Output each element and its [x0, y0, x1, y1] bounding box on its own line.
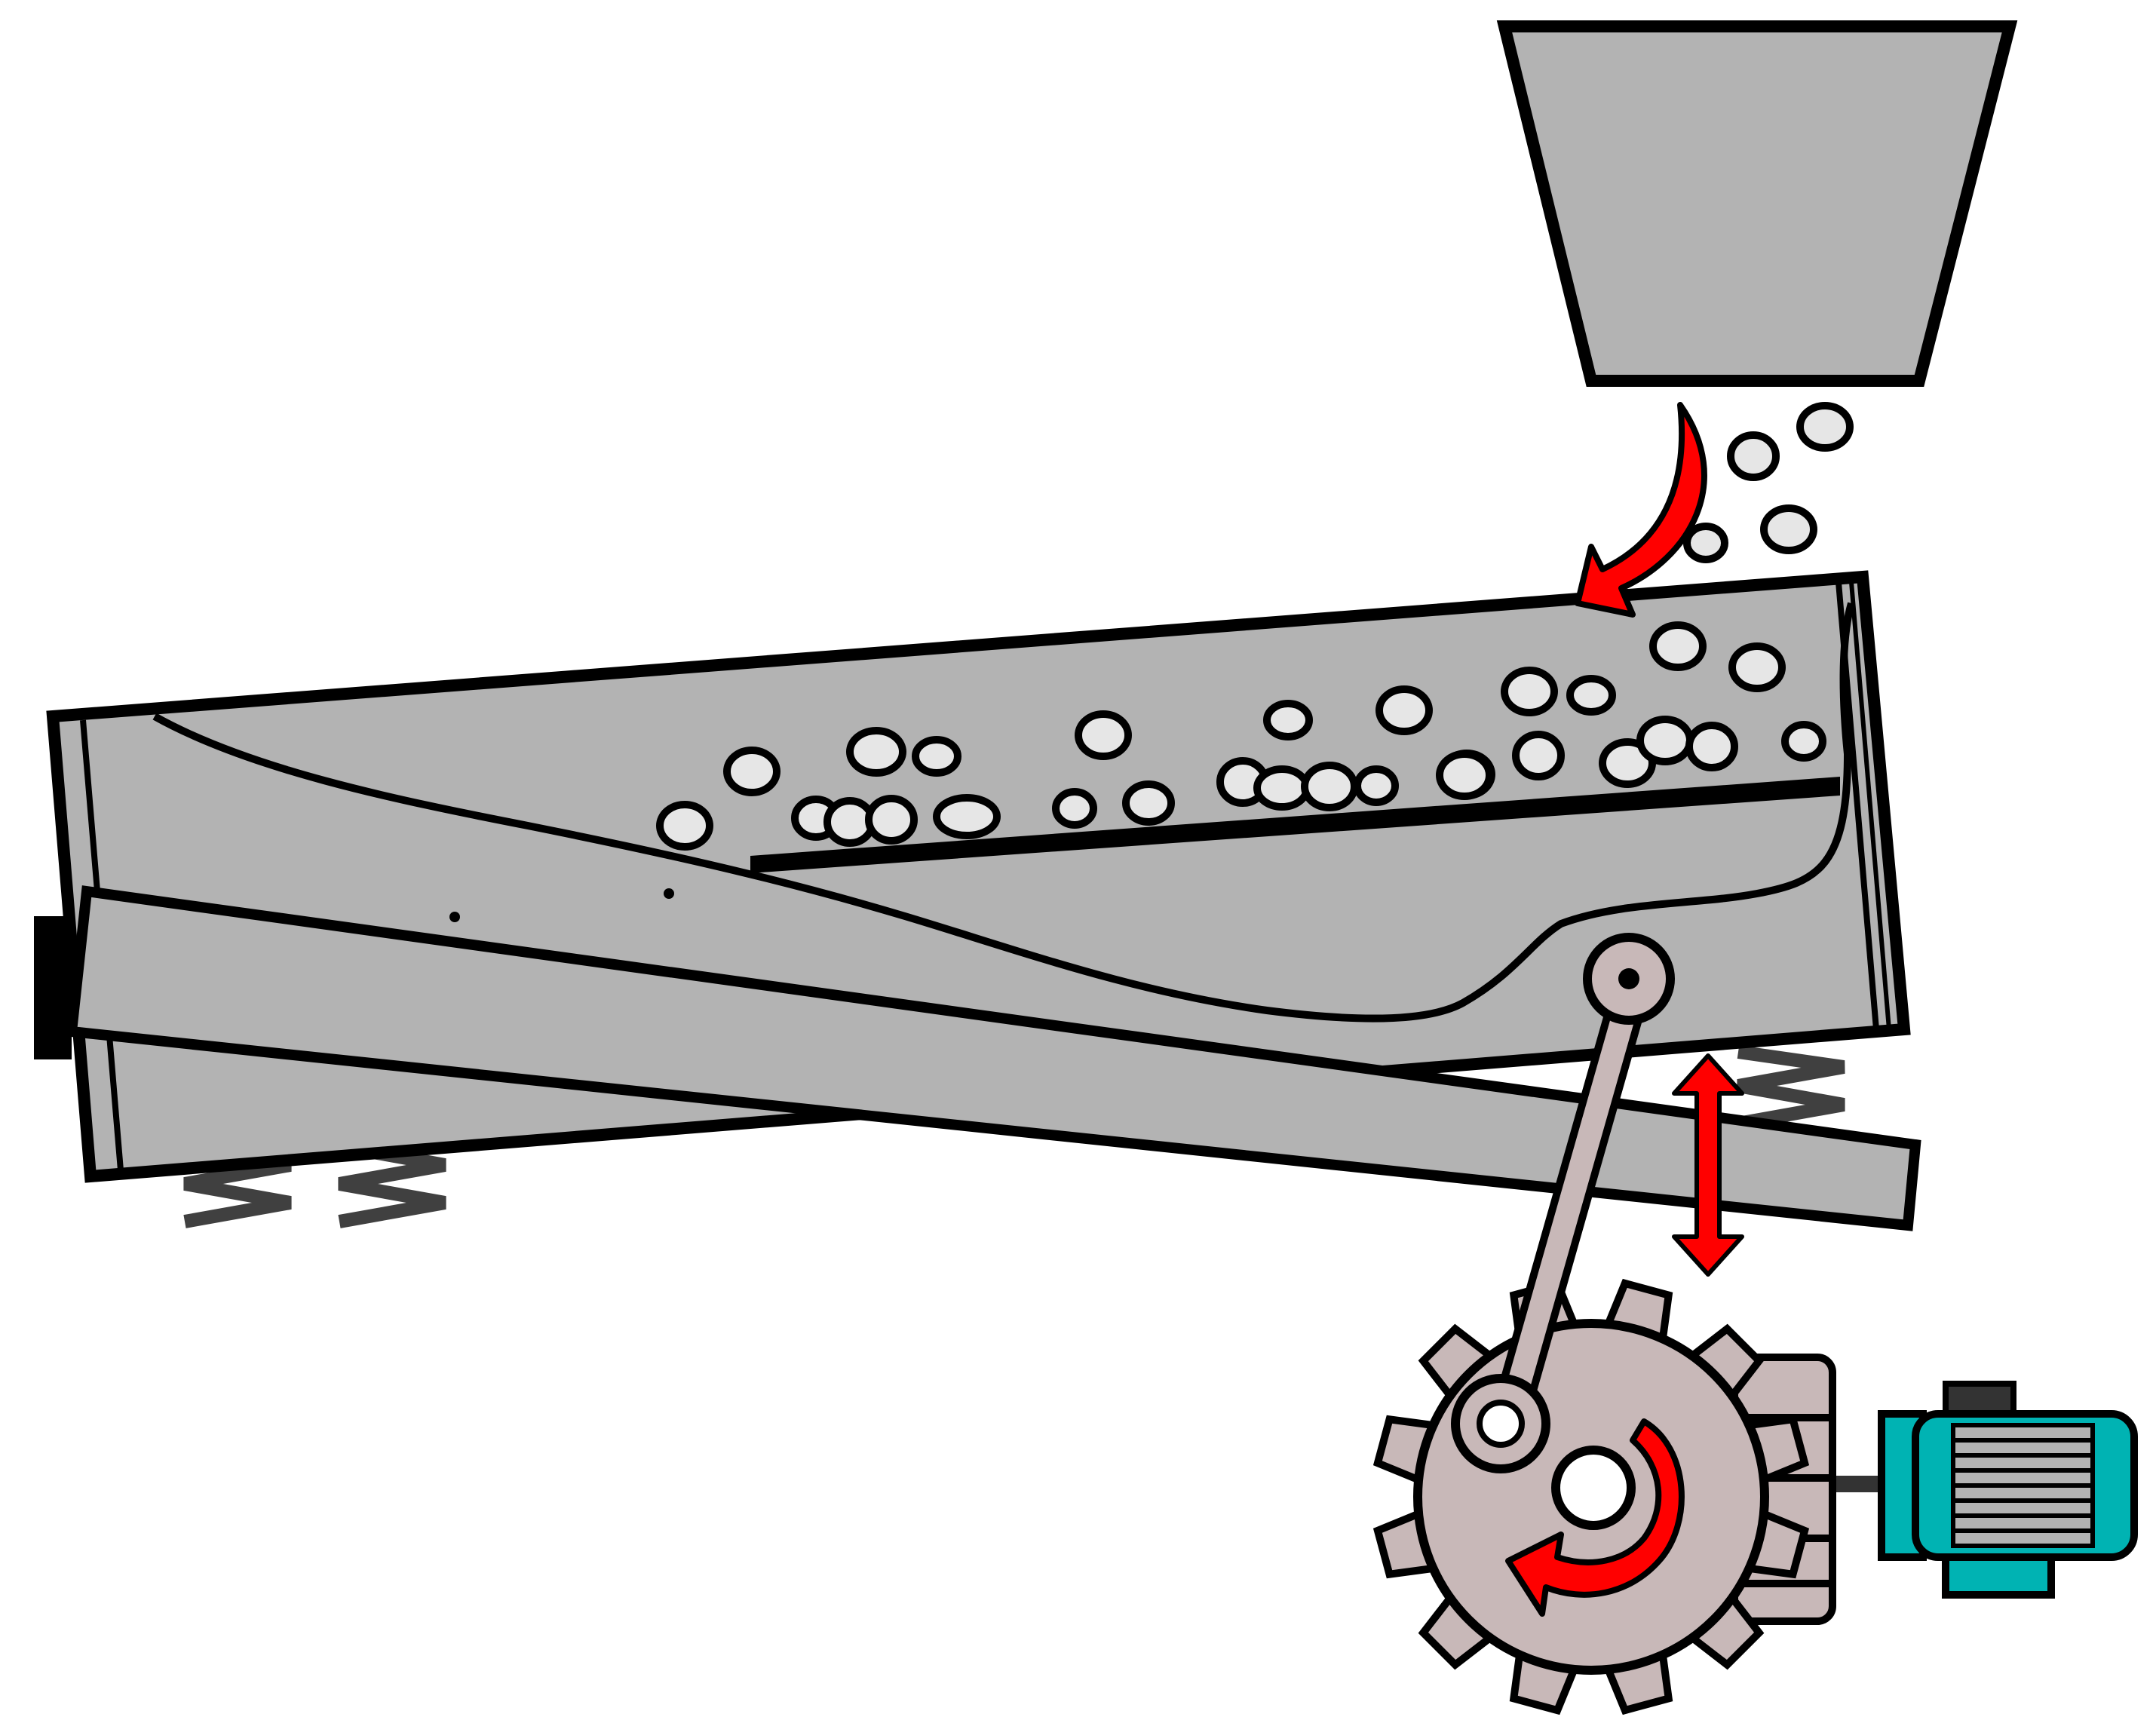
feed-hopper — [1496, 20, 2018, 387]
stone — [656, 801, 713, 851]
stone — [1599, 738, 1656, 788]
stone — [865, 795, 918, 845]
stone — [1796, 402, 1854, 452]
stone — [723, 747, 781, 796]
frame-beam — [66, 885, 1921, 1231]
stone — [1253, 765, 1311, 811]
stone — [912, 736, 961, 777]
stone — [1727, 431, 1780, 481]
stone — [1354, 765, 1399, 806]
stone — [1301, 762, 1358, 811]
rivet — [664, 888, 674, 899]
stone — [1685, 722, 1738, 771]
rivet — [449, 912, 460, 922]
stone — [1075, 710, 1132, 760]
stone — [1436, 750, 1493, 800]
rotation-arrow — [1505, 1418, 1685, 1617]
stones — [656, 402, 1854, 851]
stone — [1683, 523, 1728, 563]
stone — [1052, 788, 1097, 829]
screen-deck — [750, 777, 1840, 873]
wheel-hub — [1551, 1446, 1636, 1530]
stone — [933, 794, 1001, 839]
stone — [1636, 716, 1694, 765]
stone — [846, 727, 906, 777]
stone — [1781, 721, 1826, 762]
end-plate — [34, 916, 72, 1059]
stone — [1649, 621, 1707, 671]
stone — [1760, 504, 1817, 554]
eccentric-gear-wheel — [1372, 1278, 1810, 1715]
stone — [1512, 731, 1565, 780]
material-bed-outline — [152, 602, 1855, 1023]
connecting-rod — [1451, 933, 1675, 1473]
vibration-direction-arrow — [1672, 1053, 1744, 1277]
stone — [1263, 700, 1313, 740]
stone — [1501, 667, 1558, 716]
feed-direction-arrow — [1575, 402, 1707, 618]
stone — [1566, 675, 1616, 716]
stone — [1728, 642, 1786, 692]
stone — [1375, 685, 1433, 735]
electric-motor — [1821, 1381, 2138, 1599]
stone — [1122, 780, 1175, 826]
